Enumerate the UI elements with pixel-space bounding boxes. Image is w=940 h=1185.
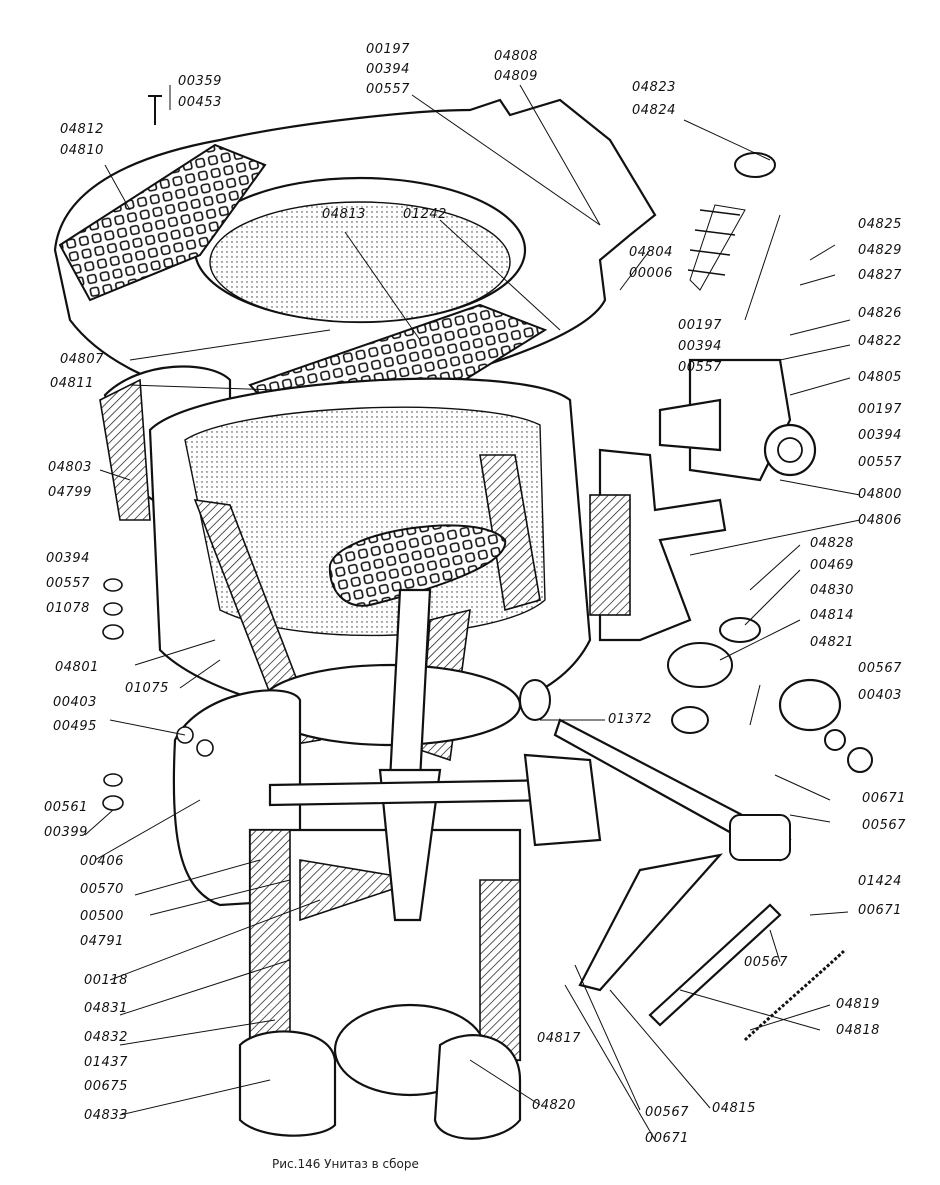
label-00557-mid: 00557 xyxy=(678,360,722,375)
label-00469: 00469 xyxy=(810,558,854,573)
label-04808: 04808 xyxy=(494,49,538,64)
left-foot-plate xyxy=(58,143,267,302)
label-04801: 04801 xyxy=(55,660,99,675)
label-00197-right: 00197 xyxy=(858,402,902,417)
label-00403-right: 00403 xyxy=(858,688,902,703)
label-01242: 01242 xyxy=(403,207,447,222)
label-00399: 00399 xyxy=(44,825,88,840)
label-04830: 04830 xyxy=(810,583,854,598)
lower-chamber xyxy=(172,663,522,1140)
label-04828: 04828 xyxy=(810,536,854,551)
label-04818: 04818 xyxy=(836,1023,880,1038)
label-00197-top: 00197 xyxy=(366,42,410,57)
label-00453: 00453 xyxy=(178,95,222,110)
label-00406: 00406 xyxy=(80,854,124,869)
label-00671-c: 00671 xyxy=(645,1131,689,1146)
label-04805: 04805 xyxy=(858,370,902,385)
label-00567-b: 00567 xyxy=(862,818,906,833)
label-01078: 01078 xyxy=(46,601,90,616)
label-04831: 04831 xyxy=(84,1001,128,1016)
label-00671-a: 00671 xyxy=(862,791,906,806)
label-00671-b: 00671 xyxy=(858,903,902,918)
label-00394-top: 00394 xyxy=(366,62,410,77)
valve-assembly xyxy=(589,152,817,642)
label-00567-c: 00567 xyxy=(744,955,788,970)
label-04820: 04820 xyxy=(532,1098,576,1113)
label-04809: 04809 xyxy=(494,69,538,84)
label-04823: 04823 xyxy=(632,80,676,95)
label-00118: 00118 xyxy=(84,973,128,988)
label-04810: 04810 xyxy=(60,143,104,158)
label-04833: 04833 xyxy=(84,1108,128,1123)
label-04812: 04812 xyxy=(60,122,104,137)
label-04814: 04814 xyxy=(810,608,854,623)
label-04817: 04817 xyxy=(537,1031,581,1046)
label-00359: 00359 xyxy=(178,74,222,89)
lever-parts xyxy=(519,617,873,1042)
label-00495: 00495 xyxy=(53,719,97,734)
label-04807: 04807 xyxy=(60,352,104,367)
label-00567-d: 00567 xyxy=(645,1105,689,1120)
leader-lines xyxy=(84,84,861,1141)
label-00394-mid: 00394 xyxy=(678,339,722,354)
label-04825: 04825 xyxy=(858,217,902,232)
label-00561: 00561 xyxy=(44,800,88,815)
label-04827: 04827 xyxy=(858,268,902,283)
label-00394-left: 00394 xyxy=(46,551,90,566)
figure-caption: Рис.146 Унитаз в сборе xyxy=(272,1157,419,1171)
label-04806: 04806 xyxy=(858,513,902,528)
label-04829: 04829 xyxy=(858,243,902,258)
label-04803: 04803 xyxy=(48,460,92,475)
label-04826: 04826 xyxy=(858,306,902,321)
left-fasteners xyxy=(102,95,214,811)
label-04822: 04822 xyxy=(858,334,902,349)
label-00675: 00675 xyxy=(84,1079,128,1094)
label-01437: 01437 xyxy=(84,1055,128,1070)
label-04799: 04799 xyxy=(48,485,92,500)
label-04815: 04815 xyxy=(712,1101,756,1116)
label-00567-a: 00567 xyxy=(858,661,902,676)
label-00197-mid: 00197 xyxy=(678,318,722,333)
label-01372: 01372 xyxy=(608,712,652,727)
label-00570: 00570 xyxy=(80,882,124,897)
label-00557-right: 00557 xyxy=(858,455,902,470)
label-04832: 04832 xyxy=(84,1030,128,1045)
label-04804: 04804 xyxy=(629,245,673,260)
label-00500: 00500 xyxy=(80,909,124,924)
label-04821: 04821 xyxy=(810,635,854,650)
label-04824: 04824 xyxy=(632,103,676,118)
label-04811: 04811 xyxy=(50,376,94,391)
label-04791: 04791 xyxy=(80,934,124,949)
label-00557-left: 00557 xyxy=(46,576,90,591)
label-04800: 04800 xyxy=(858,487,902,502)
pedal-linkage xyxy=(268,524,602,922)
label-00557-top: 00557 xyxy=(366,82,410,97)
label-04813: 04813 xyxy=(322,207,366,222)
label-01075: 01075 xyxy=(125,681,169,696)
label-01424: 01424 xyxy=(858,874,902,889)
label-00006: 00006 xyxy=(629,266,673,281)
label-00394-right: 00394 xyxy=(858,428,902,443)
label-00403-left: 00403 xyxy=(53,695,97,710)
label-04819: 04819 xyxy=(836,997,880,1012)
